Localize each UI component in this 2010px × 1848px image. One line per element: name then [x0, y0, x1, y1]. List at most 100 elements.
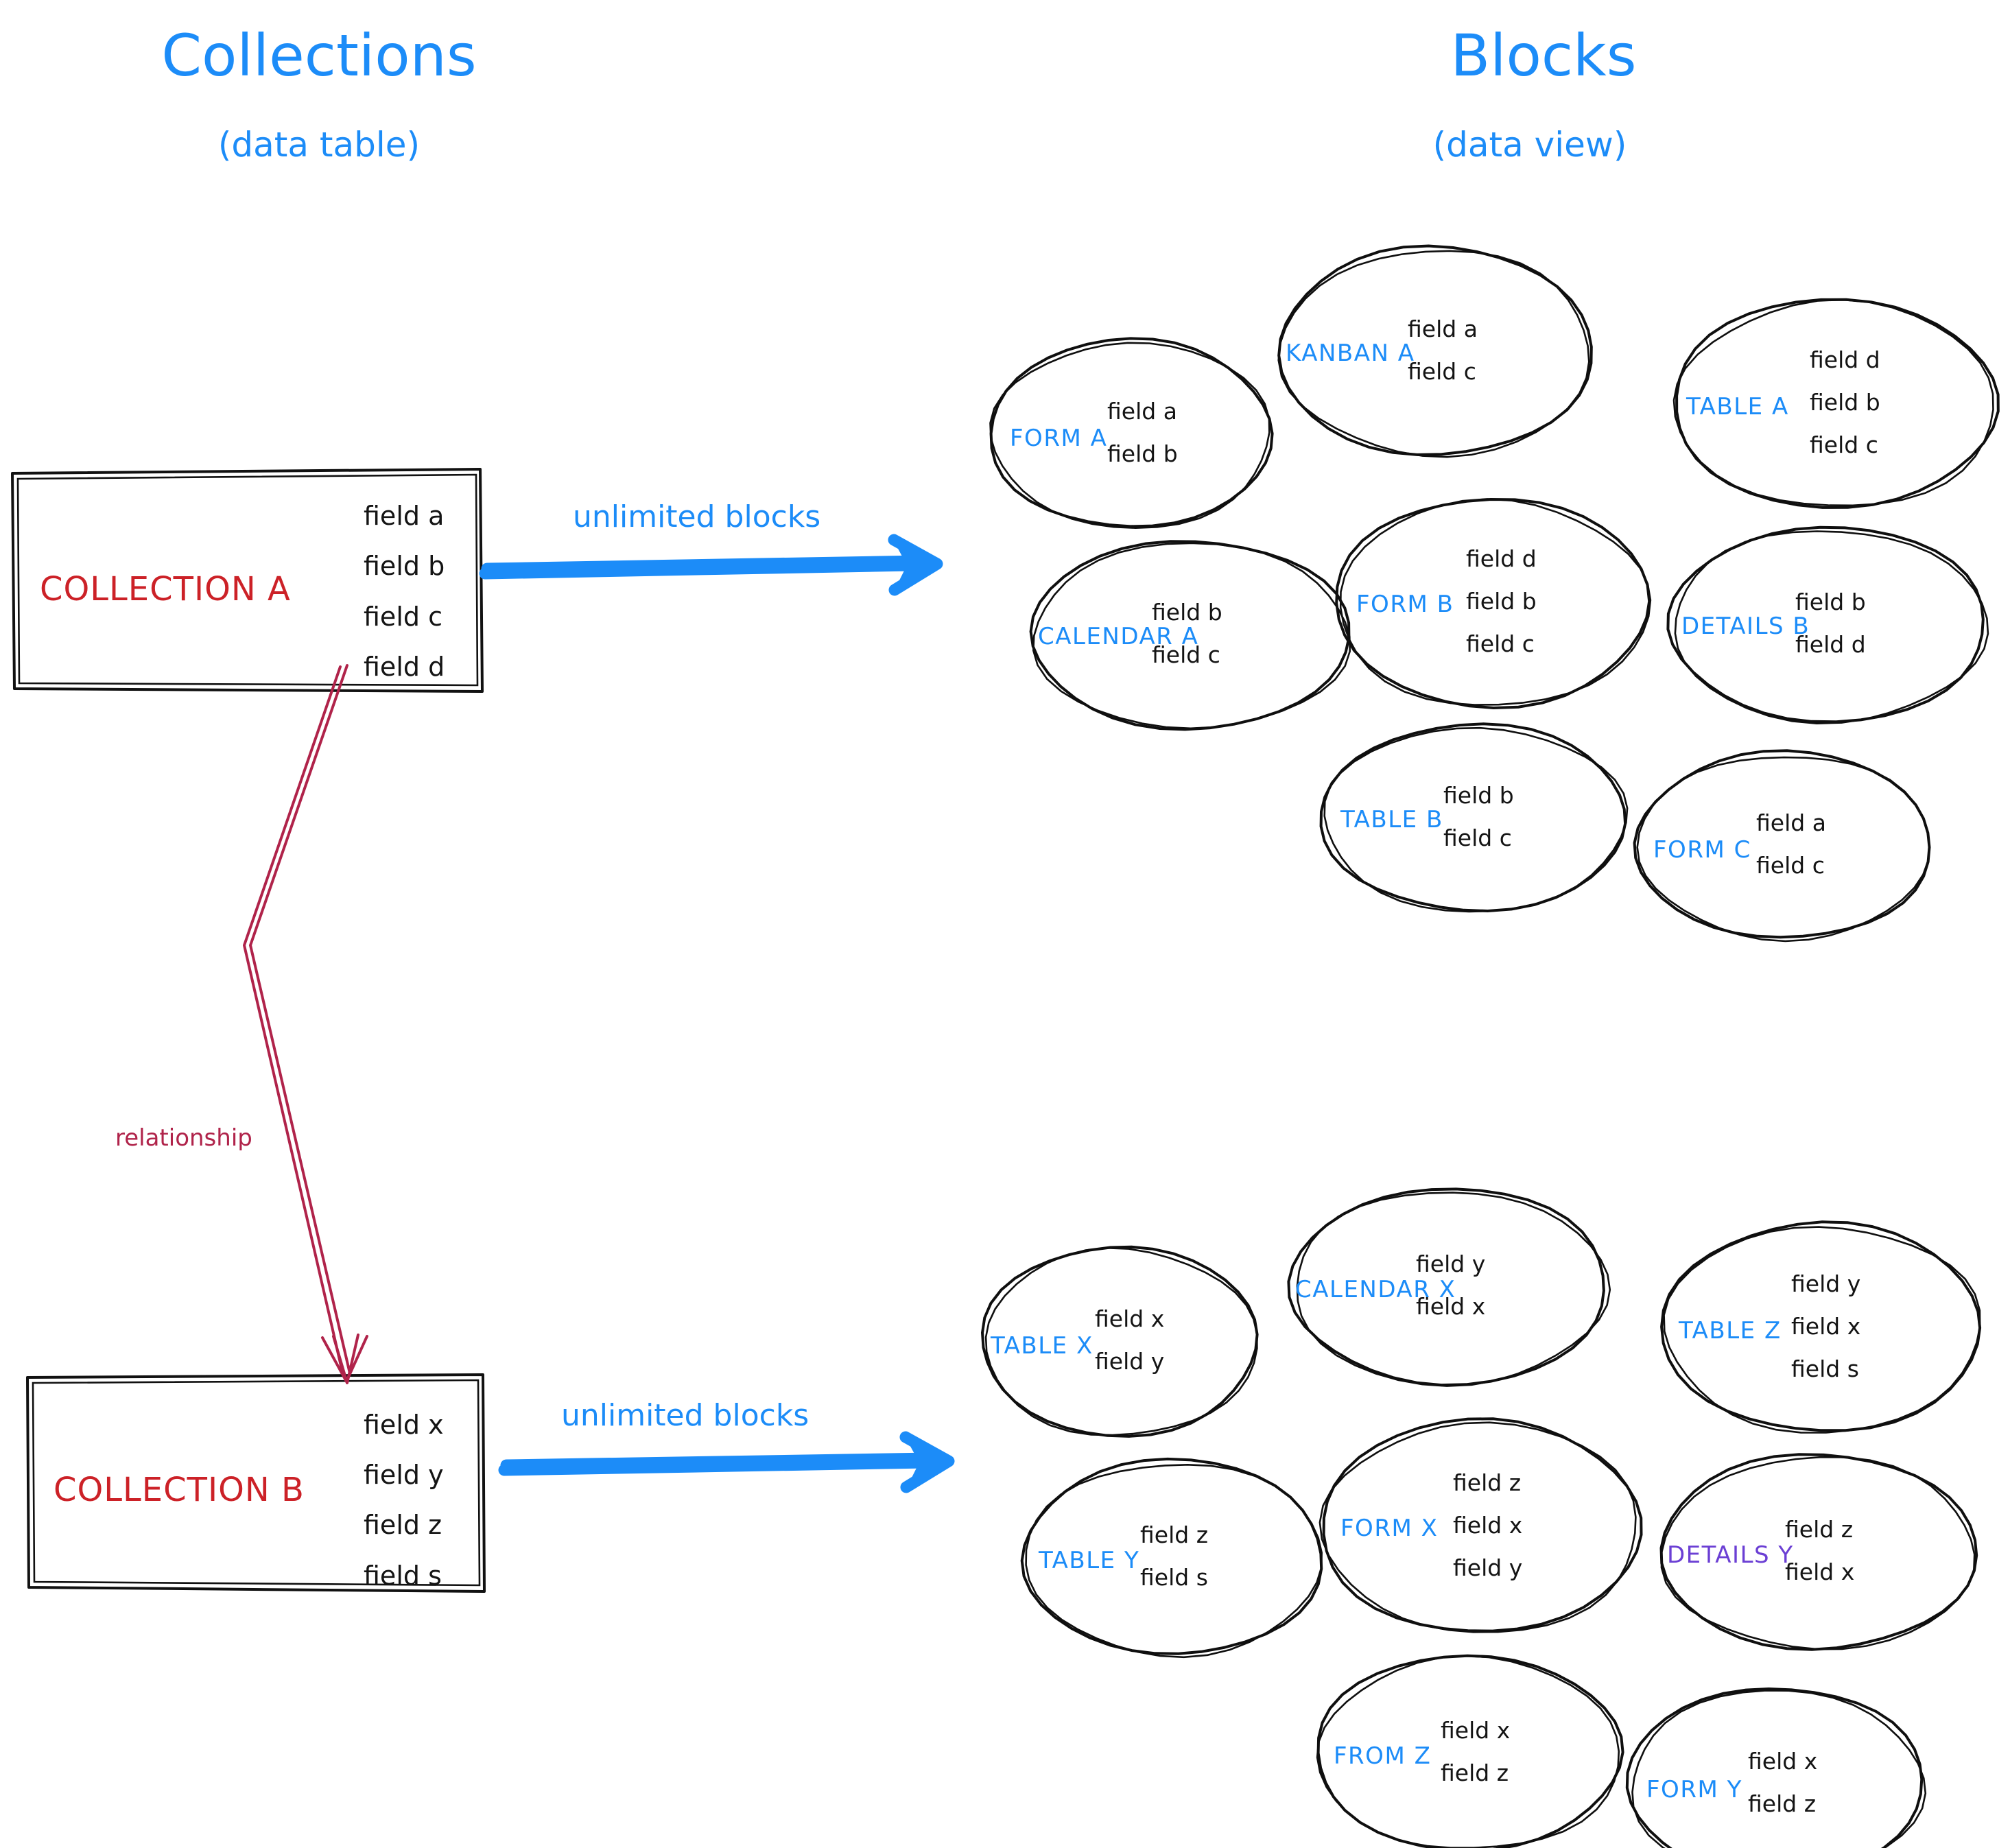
block-field: field z — [1140, 1521, 1208, 1548]
block-name: DETAILS B — [1681, 613, 1810, 640]
block-name: FORM A — [1010, 425, 1107, 452]
block-field: field x — [1416, 1293, 1485, 1320]
block-field: field b — [1795, 589, 1866, 615]
block-field: field c — [1466, 630, 1535, 657]
collection-b-field-1: field y — [364, 1460, 444, 1490]
block-field: field c — [1408, 358, 1476, 385]
block-field: field a — [1107, 398, 1177, 425]
block-name: FORM C — [1653, 836, 1751, 864]
block-name: TABLE B — [1340, 806, 1443, 833]
collection-b-field-2: field z — [364, 1510, 442, 1540]
block-field: field x — [1095, 1305, 1164, 1332]
block-field: field s — [1140, 1564, 1208, 1591]
block-field: field z — [1785, 1516, 1853, 1543]
block-ellipse[interactable] — [980, 1245, 1259, 1438]
block-ellipse[interactable] — [1316, 1654, 1624, 1848]
arrow-label-b: unlimited blocks — [561, 1398, 809, 1433]
block-field: field d — [1810, 346, 1880, 373]
block-ellipse[interactable] — [1633, 749, 1931, 943]
block-ellipse[interactable] — [1287, 1187, 1611, 1387]
block-label-group: FROM Z field x field z — [1334, 1717, 1510, 1786]
block-name: TABLE Z — [1678, 1317, 1782, 1344]
block-field: field x — [1791, 1313, 1860, 1340]
block-field: field x — [1785, 1559, 1854, 1585]
block-field: field y — [1453, 1554, 1522, 1581]
collection-b-box[interactable] — [26, 1373, 486, 1593]
arrow-label-a: unlimited blocks — [573, 499, 820, 534]
block-field: field b — [1107, 440, 1178, 467]
block-name: FROM Z — [1334, 1742, 1431, 1770]
collection-b-field-0: field x — [364, 1410, 444, 1440]
collection-b-field-3: field s — [364, 1561, 442, 1591]
collection-a-field-3: field d — [364, 652, 445, 682]
block-field: field z — [1441, 1760, 1509, 1786]
block-ellipse[interactable] — [1660, 1220, 1982, 1434]
block-name: CALENDAR A — [1038, 623, 1198, 650]
block-field: field s — [1791, 1355, 1859, 1382]
block-label-group: FORM B field d field b field c — [1356, 545, 1537, 657]
relationship-label: relationship — [115, 1124, 252, 1152]
block-name: FORM X — [1340, 1515, 1438, 1542]
relationship-connector — [243, 664, 368, 1384]
block-name: DETAILS Y — [1667, 1541, 1794, 1569]
block-field: field d — [1466, 545, 1537, 572]
block-label-group: FORM X field z field x field y — [1340, 1469, 1522, 1581]
block-name: TABLE Y — [1038, 1547, 1139, 1574]
page-subtitle-collections: (data table) — [218, 125, 420, 165]
block-field: field c — [1152, 641, 1220, 668]
block-field: field x — [1453, 1512, 1522, 1539]
collection-a-box[interactable] — [11, 468, 484, 693]
block-field: field c — [1443, 825, 1512, 851]
block-label-group: TABLE Z field y field x field s — [1678, 1270, 1860, 1382]
unlimited-blocks-arrow-a — [479, 534, 943, 596]
block-ellipse[interactable] — [1659, 1453, 1978, 1651]
block-name: KANBAN A — [1286, 340, 1415, 367]
block-field: field b — [1152, 599, 1222, 626]
page-title-collections: Collections — [161, 22, 476, 89]
block-ellipse[interactable] — [1319, 722, 1629, 913]
block-field: field x — [1748, 1748, 1817, 1775]
collection-a-field-0: field a — [364, 501, 444, 531]
block-name: FORM B — [1356, 591, 1454, 618]
collection-b-name: COLLECTION B — [54, 1471, 305, 1509]
block-ellipse[interactable] — [1029, 540, 1351, 731]
block-ellipse[interactable] — [1020, 1457, 1323, 1659]
page-subtitle-blocks: (data view) — [1433, 125, 1627, 165]
block-field: field b — [1810, 389, 1880, 416]
block-field: field b — [1466, 588, 1537, 615]
block-ellipse[interactable] — [1672, 298, 2000, 509]
block-field: field z — [1453, 1469, 1521, 1496]
block-field: field b — [1443, 782, 1514, 809]
block-ellipse[interactable] — [1666, 525, 1989, 725]
page-title-blocks: Blocks — [1451, 22, 1637, 89]
block-ellipse[interactable] — [1319, 1417, 1643, 1633]
collection-a-field-1: field b — [364, 551, 445, 581]
block-field: field x — [1441, 1717, 1510, 1744]
block-ellipse[interactable] — [1625, 1687, 1927, 1848]
block-field: field z — [1748, 1790, 1816, 1817]
block-name: TABLE A — [1686, 393, 1789, 420]
block-name: TABLE X — [990, 1332, 1093, 1360]
block-field: field c — [1756, 852, 1825, 879]
block-field: field y — [1791, 1270, 1860, 1297]
block-field: field y — [1095, 1348, 1164, 1375]
block-ellipse[interactable] — [1277, 244, 1593, 458]
block-ellipse[interactable] — [1335, 497, 1652, 710]
collection-a-name: COLLECTION A — [40, 570, 291, 608]
block-ellipse[interactable] — [989, 337, 1274, 530]
